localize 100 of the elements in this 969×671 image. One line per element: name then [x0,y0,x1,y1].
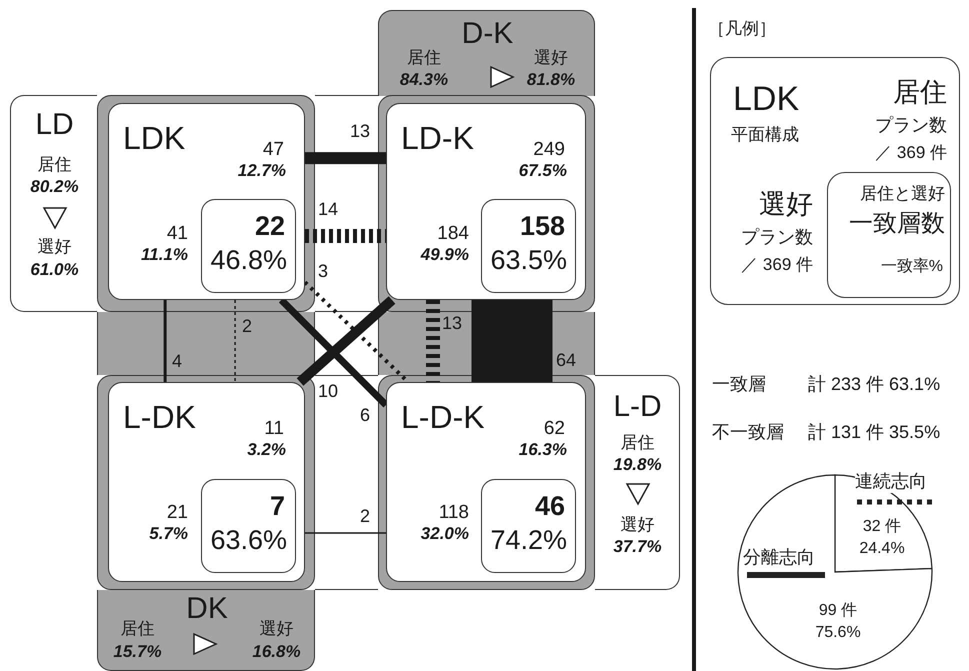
match-box [201,199,296,293]
band-label: 居住 [406,47,442,68]
edge-label: 2 [242,315,252,338]
legend-layout-label: LDK [733,79,800,120]
band-label: 選好 [620,514,656,536]
band-percent: 16.8% [251,641,302,662]
band-percent: 15.7% [112,641,163,662]
dwelling-count: 11 [264,417,284,441]
connector-line [305,532,386,534]
shaded-band [378,10,595,96]
edge-label: 10 [318,380,338,402]
match-count: 46 [534,490,565,523]
connector-line [472,300,552,382]
match-count: 22 [254,210,285,243]
layout-box [108,382,305,582]
category-label: 連続志向 [855,470,927,492]
connector-line [234,300,236,382]
band-label: 選好 [258,618,294,640]
dwelling-count: 62 [544,417,565,441]
match-count: 7 [270,490,285,523]
preference-percent: 49.9% [420,244,469,266]
preference-percent: 32.0% [420,523,469,544]
dwelling-count: 249 [533,138,565,162]
dwelling-percent: 3.2% [247,439,286,460]
band-percent: 81.8% [526,69,576,90]
shaded-band [97,590,315,671]
layout-type-label: LDK [123,119,186,158]
connector-line [305,228,386,243]
legend-heading: 選好 [759,188,813,221]
total-label: 一致層 [712,373,766,396]
layout-type-label: LD-K [401,119,474,158]
preference-count: 184 [437,222,469,246]
legend-note: ／ 369 件 [875,142,947,164]
connector-line [296,296,396,386]
slice-value-label: 32 件 24.4% [858,517,906,559]
dwelling-percent: 12.7% [238,160,286,182]
match-rate: 63.5% [490,244,567,277]
legend-note: プラン数 [875,114,947,136]
dwelling-percent: 67.5% [518,160,567,182]
band-title: D-K [460,16,514,52]
match-rate: 63.6% [210,524,287,557]
edge-label: 13 [442,312,462,334]
dwelling-percent: 16.3% [518,439,567,460]
match-rate: 74.2% [490,524,567,557]
edge-label: 3 [318,260,328,282]
match-box [201,479,296,573]
layout-box [386,103,586,300]
band-title: LD [34,107,75,143]
band-percent: 37.7% [612,536,663,558]
band-label: 居住 [120,618,156,640]
edge-label: 64 [556,349,576,372]
preference-percent: 11.1% [141,244,188,266]
layout-type-label: L-DK [123,398,196,437]
band-title: L-D [612,389,663,425]
legend-match-box [827,172,951,298]
dwelling-count: 47 [262,138,284,162]
total-value: 計 131 件 35.5% [808,421,940,444]
category-label: 分離志向 [743,546,815,568]
legend-note: 一致率% [880,257,943,277]
legend-heading: 居住 [893,76,947,109]
layout-box [386,382,586,582]
connector-line [305,152,386,164]
band-title: DK [185,591,229,627]
edge-label: 6 [360,404,370,426]
edge-label: 4 [172,350,182,372]
legend-box [710,57,960,305]
band-label: 居住 [620,432,656,454]
edge-label: 13 [350,120,370,142]
preference-count: 118 [438,501,469,525]
legend-title: ［凡例］ [708,18,776,40]
preference-percent: 5.7% [149,523,188,544]
legend-note: 居住と選好 [860,183,945,204]
legend-heading: 一致層数 [849,209,945,239]
band-label: 選好 [36,236,72,258]
band-percent: 84.3% [398,69,450,90]
total-label: 不一致層 [712,421,784,444]
legend-note: プラン数 [741,226,813,248]
connector-line [278,298,388,408]
band-percent: 61.0% [29,259,80,280]
band-percent: 19.8% [612,454,663,476]
match-box [481,199,576,293]
layout-type-label: L-D-K [401,398,485,437]
match-box [481,479,576,573]
outlined-band [595,375,680,590]
outlined-band [10,95,97,312]
preference-count: 21 [166,501,188,525]
band-label: 選好 [533,47,569,68]
preference-count: 41 [166,222,188,246]
layout-box [108,103,305,300]
connector-line [164,300,167,382]
edge-label: 2 [360,505,370,528]
match-count: 158 [520,210,565,243]
connector-line [426,300,440,382]
match-rate: 46.8% [210,244,287,277]
legend-note: ／ 369 件 [741,254,813,276]
edge-label: 14 [318,198,338,220]
band-label: 居住 [36,154,72,176]
slice-value-label: 99 件 75.6% [814,601,862,643]
legend-note: 平面構成 [731,124,799,146]
total-value: 計 233 件 63.1% [808,373,940,396]
